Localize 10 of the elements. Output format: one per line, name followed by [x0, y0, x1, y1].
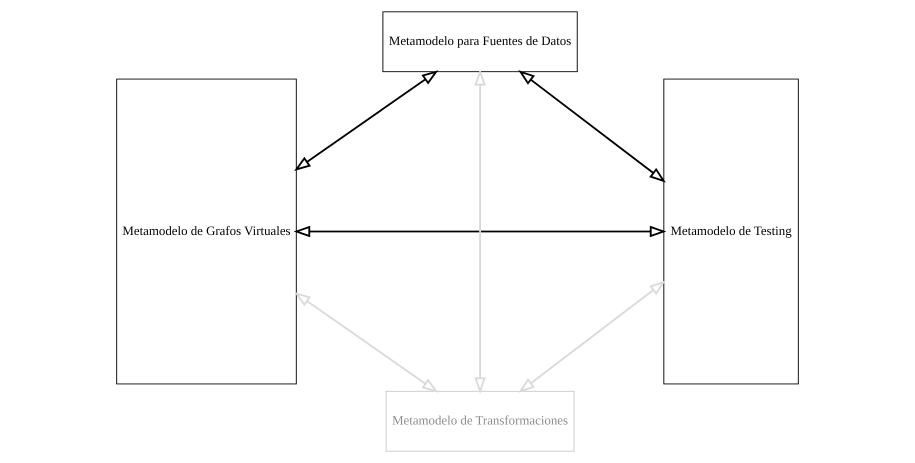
- node-box: Metamodelo de Grafos Virtuales: [116, 78, 297, 384]
- arrow: [294, 70, 438, 171]
- arrow: [518, 70, 666, 183]
- node-box: Metamodelo de Testing: [663, 78, 799, 384]
- arrow: [294, 292, 438, 393]
- arrow: [294, 226, 666, 238]
- arrow: [474, 69, 486, 394]
- node-box: Metamodelo para Fuentes de Datos: [382, 11, 578, 72]
- arrow: [518, 280, 666, 393]
- node-box: Metamodelo de Transformaciones: [386, 390, 574, 452]
